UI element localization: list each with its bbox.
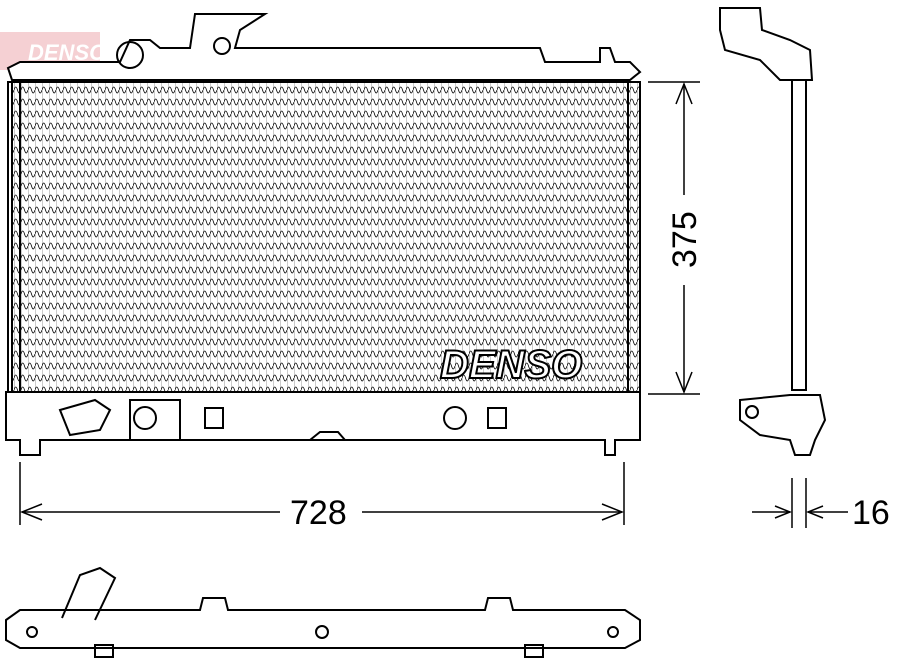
height-dimension xyxy=(648,81,700,395)
height-dimension-label: 375 xyxy=(666,211,704,268)
brand-logo: DENSO xyxy=(440,343,582,387)
front-view xyxy=(5,13,642,456)
depth-dimension-label: 16 xyxy=(852,494,890,532)
width-dimension xyxy=(19,462,625,525)
svg-text:DENSO: DENSO xyxy=(28,40,106,65)
depth-dimension xyxy=(752,478,848,528)
width-dimension-label: 728 xyxy=(290,494,347,532)
bottom-view xyxy=(5,566,641,658)
side-view xyxy=(719,7,827,456)
